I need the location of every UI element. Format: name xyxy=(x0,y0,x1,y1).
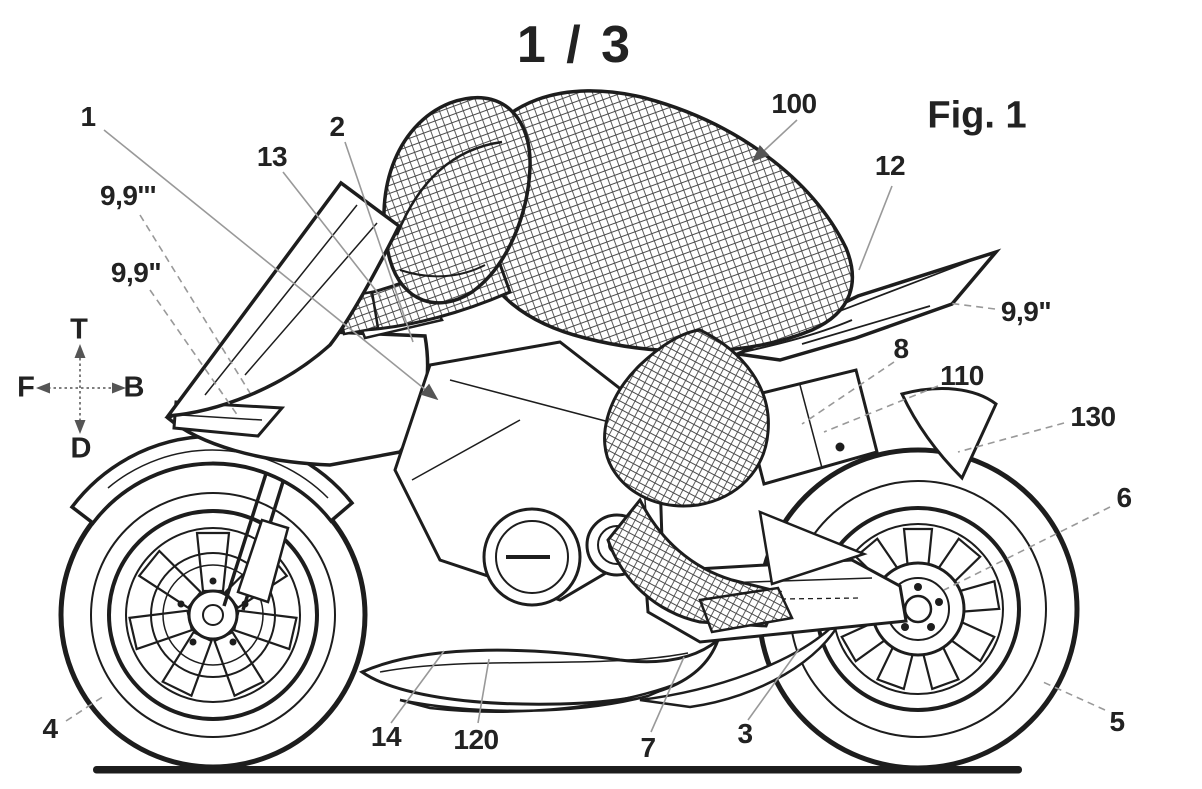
ref-label-130: 130 xyxy=(1070,401,1116,432)
arrow-right-icon xyxy=(112,382,126,394)
ref-label-9-double-prime-left: 9,9" xyxy=(110,257,162,288)
ref-label-5: 5 xyxy=(1109,706,1125,737)
leader-9-double-right xyxy=(947,302,996,310)
axis-letter-left: F xyxy=(17,371,35,404)
ref-label-7: 7 xyxy=(640,732,656,763)
arrow-left-icon xyxy=(36,382,50,394)
rider-torso xyxy=(466,89,855,354)
leader-7 xyxy=(650,656,685,733)
leader-120 xyxy=(477,658,490,724)
sheet-indicator: 1 / 3 xyxy=(516,16,634,74)
leader-13 xyxy=(282,171,382,298)
leader-9-triple xyxy=(139,214,251,394)
ref-label-1: 1 xyxy=(80,101,96,132)
axis-letter-bottom: D xyxy=(70,432,92,465)
ref-label-110: 110 xyxy=(940,360,984,391)
leader-14 xyxy=(390,650,445,724)
leader-6 xyxy=(943,506,1111,591)
helmet-chin-line xyxy=(399,264,486,278)
orientation-cross xyxy=(36,344,126,434)
ref-label-100: 100 xyxy=(771,88,817,119)
ref-label-120: 120 xyxy=(453,724,499,755)
ref-label-2: 2 xyxy=(329,111,345,142)
leader-3 xyxy=(747,648,800,721)
ref-label-3: 3 xyxy=(737,718,753,749)
rider-thigh xyxy=(603,328,770,508)
arrow-up-icon xyxy=(74,344,86,358)
ref-label-12: 12 xyxy=(874,150,906,181)
ref-label-13: 13 xyxy=(256,141,288,172)
belly-pan xyxy=(358,617,844,713)
leader-1 xyxy=(103,129,439,401)
ground-line xyxy=(93,766,1022,774)
ref-label-6: 6 xyxy=(1116,482,1132,513)
leader-130 xyxy=(957,422,1065,453)
rider-figure xyxy=(336,89,855,634)
arrow-down-icon xyxy=(74,420,86,434)
leader-2 xyxy=(344,141,414,343)
leader-8 xyxy=(801,361,895,425)
ref-label-14: 14 xyxy=(370,721,402,752)
rider-helmet xyxy=(382,96,532,305)
main-fairing xyxy=(164,282,777,624)
ref-label-9-triple-prime: 9,9''' xyxy=(100,180,156,211)
axis-letter-top: T xyxy=(70,313,88,346)
rider-boot xyxy=(698,586,794,634)
helmet-visor-line xyxy=(395,140,503,236)
ref-label-8: 8 xyxy=(893,333,909,364)
ref-label-9-double-prime-right: 9,9" xyxy=(1000,296,1052,327)
leader-100 xyxy=(751,119,798,163)
leader-lines xyxy=(65,119,1111,733)
leader-110 xyxy=(823,385,939,433)
rear-wheel xyxy=(756,447,1080,771)
figure-caption: Fig. 1 xyxy=(927,94,1027,137)
leader-4 xyxy=(65,695,105,722)
rear-cowl-130 xyxy=(899,387,998,481)
axis-letter-right: B xyxy=(123,371,145,404)
ref-label-4: 4 xyxy=(42,713,58,744)
leader-9-double-left xyxy=(149,289,239,417)
leader-12 xyxy=(858,185,893,271)
